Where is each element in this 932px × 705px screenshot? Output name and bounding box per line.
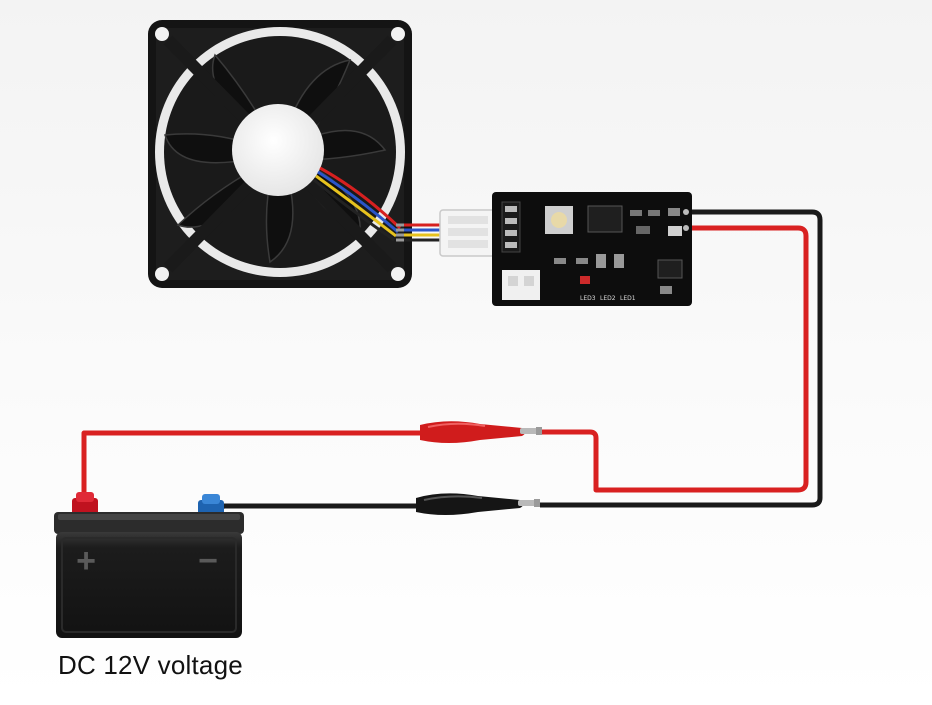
positive-lead [81, 430, 424, 500]
board-label-led3: LED3 [580, 295, 596, 302]
alligator-clip-icon [416, 493, 540, 515]
negative-wire [540, 209, 823, 508]
plus-symbol: + [76, 542, 96, 580]
battery-icon: + − [54, 492, 244, 638]
voltage-caption: DC 12V voltage [58, 650, 243, 680]
positive-wire [538, 225, 809, 493]
fan-icon [148, 20, 440, 288]
alligator-clip-icon [420, 421, 542, 443]
minus-symbol: − [198, 542, 218, 580]
controller-board-icon: LED3 LED2 LED1 [492, 192, 692, 306]
fan-connector [439, 209, 497, 257]
board-label-led2: LED2 [600, 295, 616, 302]
board-label-led1: LED1 [620, 295, 636, 302]
